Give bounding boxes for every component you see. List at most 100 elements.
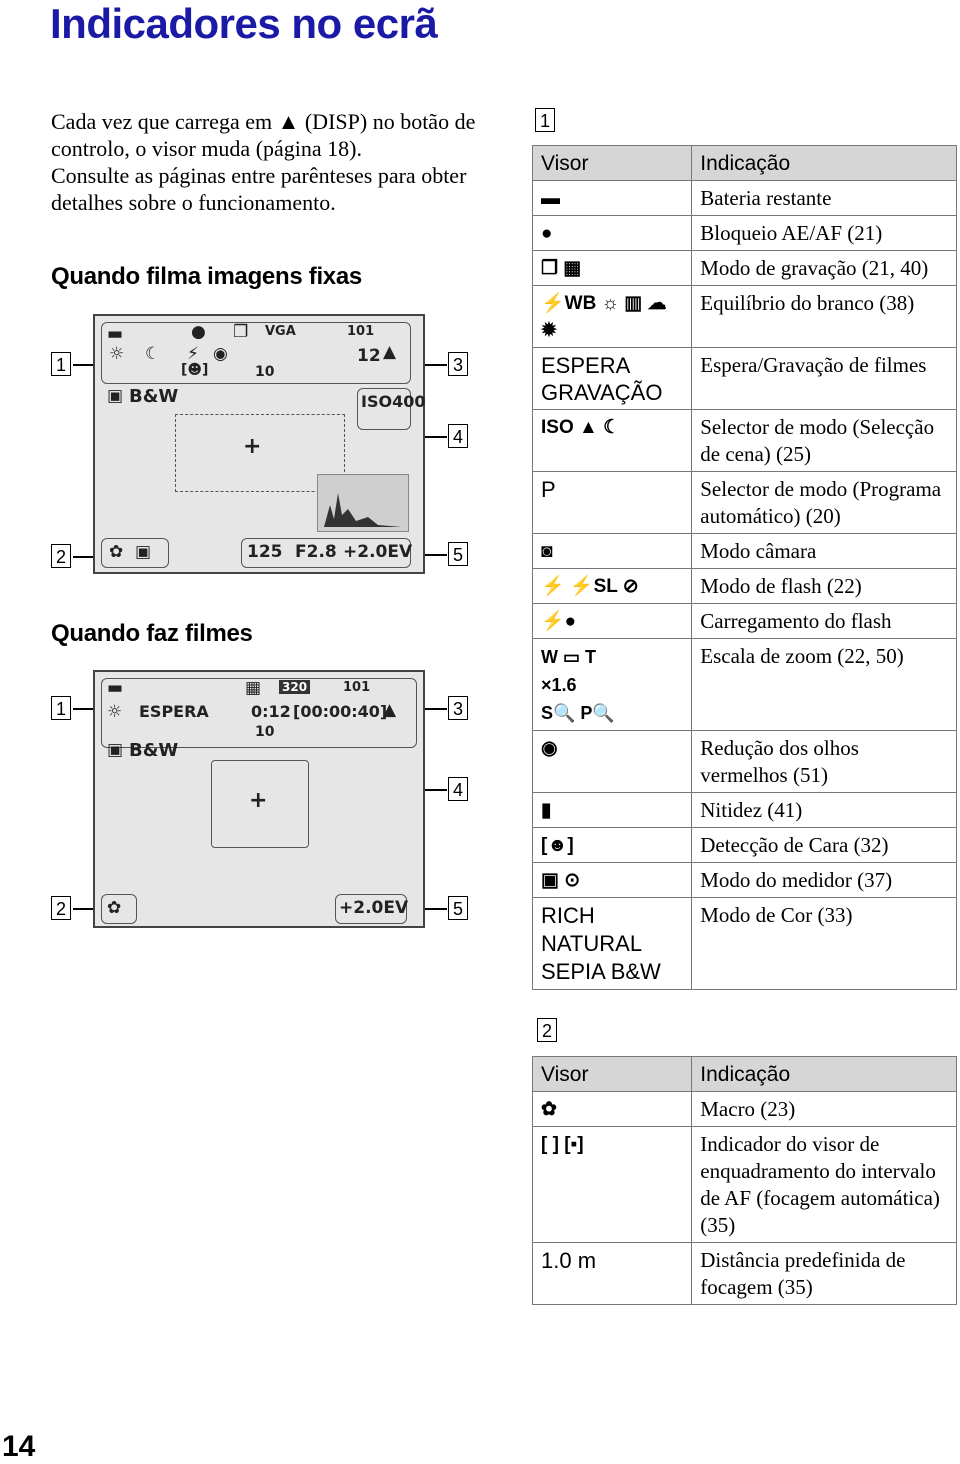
scene-mode-icon: ISO ▲ ☾ (531, 409, 693, 472)
marker-3: 3 (448, 352, 468, 376)
standby-label: ESPERA (139, 702, 209, 721)
table-row: [☻]Detecção de Cara (32) (531, 827, 957, 863)
histogram (317, 474, 409, 532)
color-mode-label: RICH NATURAL SEPIA B&W (531, 897, 693, 990)
row-text: Modo câmara (691, 533, 957, 569)
battery-icon: ▬ (107, 324, 124, 344)
shutter-speed: 125 (247, 542, 283, 562)
indicator-table-2: Visor Indicação ✿Macro (23) [ ] [▪]Indic… (531, 1056, 957, 1305)
metering-icon: ▣ (107, 740, 124, 760)
table1-marker: 1 (535, 108, 555, 132)
af-frame (175, 414, 345, 492)
table-header: Visor Indicação (531, 145, 957, 181)
table-row: ✿Macro (23) (531, 1091, 957, 1127)
folder-label: 101 (343, 680, 371, 695)
memory-icon: ▲ (383, 700, 397, 720)
table-row: ●Bloqueio AE/AF (21) (531, 215, 957, 251)
standby-record-label: ESPERA GRAVAÇÃO (531, 347, 693, 410)
marker-3: 3 (448, 696, 468, 720)
af-range-icon: ▣ (135, 542, 152, 562)
crosshair-icon: + (249, 788, 268, 813)
marker-1: 1 (51, 696, 71, 720)
color-mode-label: B&W (129, 740, 179, 761)
iso-label: ISO400 (361, 392, 426, 411)
row-text: Modo do medidor (37) (691, 862, 957, 898)
table-row: ISO ▲ ☾Selector de modo (Selecção de cen… (531, 409, 957, 472)
marker-4: 4 (448, 424, 468, 448)
page-number: 14 (2, 1430, 36, 1463)
indicator-table-1: Visor Indicação ▬Bateria restante ●Bloqu… (531, 145, 957, 990)
row-text: Detecção de Cara (32) (691, 827, 957, 863)
aperture-value: F2.8 (295, 542, 337, 562)
row-text: Modo de gravação (21, 40) (691, 250, 957, 286)
white-balance-icon: ☼ (107, 702, 123, 722)
page-title: Indicadores no ecrã (50, 0, 438, 47)
self-timer-label: 10 (255, 724, 275, 740)
metering-icon: ▣ ⊙ (531, 862, 693, 898)
movie-lcd-diagram: 1 2 3 4 5 + ▬ ▦ 320 101 ☼ ESPERA 0:12 [0… (51, 670, 481, 932)
program-mode-label: P (531, 471, 693, 534)
face-detect-icon: [☻] (181, 362, 209, 378)
camera-mode-icon: ◙ (531, 533, 693, 569)
header-visor: Visor (531, 1056, 693, 1092)
still-lcd-diagram: 1 2 3 4 5 + ▬ ● ❐ VGA 101 ☼ ☾ ⚡ ◉ 12 ▲ [… (51, 314, 481, 576)
red-eye-icon: ◉ (213, 344, 228, 364)
memory-icon: ▲ (383, 342, 397, 362)
row-text: Macro (23) (691, 1091, 957, 1127)
row-text: Nitidez (41) (691, 792, 957, 828)
table-row: ❐ ▦Modo de gravação (21, 40) (531, 250, 957, 286)
flash-icon: ⚡ (187, 344, 199, 364)
intro-line-2: Consulte as páginas entre parênteses par… (51, 163, 467, 215)
red-eye-icon: ◉ (531, 730, 693, 793)
row-text: Indicador do visor de enquadramento do i… (691, 1126, 957, 1243)
row-text: Selector de modo (Selecção de cena) (25) (691, 409, 957, 472)
self-timer-label: 10 (255, 364, 275, 380)
movie-mode-icon: ▦ (245, 678, 262, 698)
row-text: Escala de zoom (22, 50) (691, 638, 957, 731)
focus-distance-label: 1.0 m (531, 1242, 693, 1305)
movie-lcd-screen: + ▬ ▦ 320 101 ☼ ESPERA 0:12 [00:00:40] ▲… (93, 670, 425, 928)
marker-2: 2 (51, 544, 71, 568)
crosshair-icon: + (243, 434, 262, 459)
ae-lock-icon: ● (191, 322, 206, 342)
table-row: ▣ ⊙Modo do medidor (37) (531, 862, 957, 898)
zoom-scale-icon: W ▭ T ×1.6 S🔍 P🔍 (531, 638, 693, 731)
color-mode-label: B&W (129, 386, 179, 407)
table-row: ⚡ ⚡SL ⊘Modo de flash (22) (531, 568, 957, 604)
intro-line-1: Cada vez que carrega em ▲ (DISP) no botã… (51, 109, 476, 161)
face-detect-icon: [☻] (531, 827, 693, 863)
image-count: 12 (357, 346, 381, 366)
header-indicacao: Indicação (691, 145, 957, 181)
remaining-time: [00:00:40] (293, 702, 388, 721)
macro-icon: ✿ (107, 898, 122, 918)
macro-icon: ✿ (109, 542, 124, 562)
metering-icon: ▣ (107, 386, 124, 406)
row-text: Redução dos olhos vermelhos (51) (691, 730, 957, 793)
table-row: ◉Redução dos olhos vermelhos (51) (531, 730, 957, 793)
row-text: Espera/Gravação de filmes (691, 347, 957, 410)
table-row: W ▭ T ×1.6 S🔍 P🔍Escala de zoom (22, 50) (531, 638, 957, 731)
table-row: [ ] [▪]Indicador do visor de enquadramen… (531, 1126, 957, 1243)
marker-5: 5 (448, 896, 468, 920)
af-range-icon: [ ] [▪] (531, 1126, 693, 1243)
table-row: ◙Modo câmara (531, 533, 957, 569)
battery-icon: ▬ (531, 180, 693, 216)
marker-2: 2 (51, 896, 71, 920)
table-row: ▬Bateria restante (531, 180, 957, 216)
marker-4: 4 (448, 777, 468, 801)
night-icon: ☾ (145, 344, 161, 364)
still-lcd-screen: + ▬ ● ❐ VGA 101 ☼ ☾ ⚡ ◉ 12 ▲ [☻] 10 ▣ B&… (93, 314, 425, 574)
exposure-value: +2.0EV (339, 898, 409, 918)
table-row: ⚡●Carregamento do flash (531, 603, 957, 639)
folder-label: 101 (347, 324, 375, 339)
row-text: Modo de flash (22) (691, 568, 957, 604)
table-row: ▮Nitidez (41) (531, 792, 957, 828)
row-text: Modo de Cor (33) (691, 897, 957, 990)
af-frame (211, 760, 309, 848)
record-mode-icon: ❐ ▦ (531, 250, 693, 286)
table-header: Visor Indicação (531, 1056, 957, 1092)
marker-5: 5 (448, 542, 468, 566)
